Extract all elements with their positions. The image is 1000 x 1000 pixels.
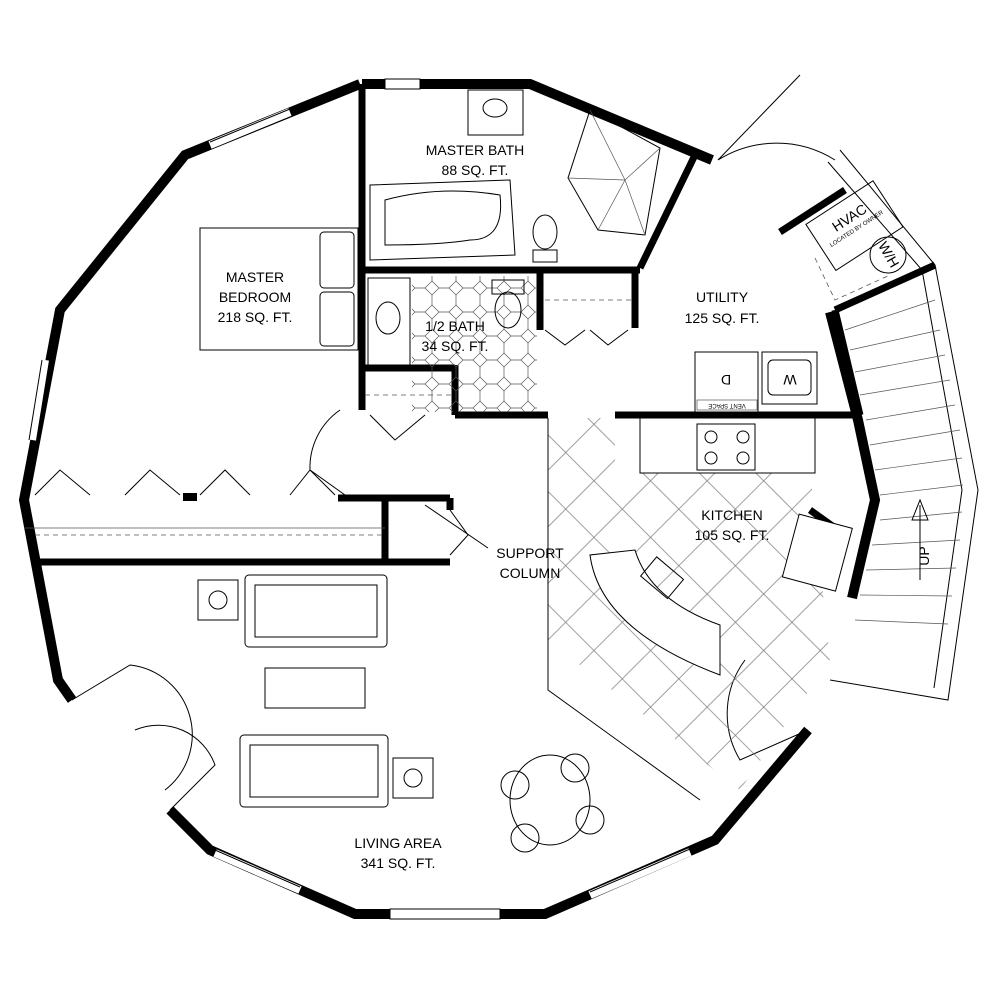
window[interactable]: [384, 78, 421, 90]
coffee-table: [264, 667, 366, 709]
shower-icon: [567, 109, 661, 236]
master-bedroom-area: 218 SQ. FT.: [218, 309, 293, 325]
toilet-icon: [532, 214, 558, 250]
hall-door[interactable]: [309, 409, 346, 496]
sofa: [244, 574, 388, 648]
half-bath-area: 34 SQ. FT.: [422, 338, 489, 354]
washer: [761, 351, 818, 405]
closet-bifold-door[interactable]: [289, 469, 336, 496]
window[interactable]: [208, 108, 292, 149]
master-bedroom-label: BEDROOM: [219, 289, 291, 305]
support-column-leader: [424, 504, 489, 549]
kitchen-fixtures: [547, 417, 853, 801]
sink-icon: [375, 301, 401, 335]
living-furniture: [197, 574, 605, 853]
sofa: [239, 734, 389, 808]
master-bath-fixtures: [369, 89, 661, 263]
dryer: [694, 351, 759, 413]
kitchen-area: 105 SQ. FT.: [695, 527, 770, 543]
entry-door[interactable]: [71, 664, 193, 791]
bed: [199, 227, 359, 351]
bathtub-icon: [369, 179, 516, 261]
room-labels: MASTER BATH 88 SQ. FT. MASTER BEDROOM 21…: [218, 142, 770, 871]
svg-text:UP: UP: [916, 546, 932, 565]
tile-floor: [412, 276, 537, 412]
half-bath-fixtures: [367, 276, 537, 412]
window[interactable]: [389, 908, 501, 920]
closet-bifold-door[interactable]: [199, 469, 251, 496]
master-bedroom-label: MASTER: [226, 269, 284, 285]
vent-space: [696, 399, 758, 411]
windows[interactable]: [28, 78, 692, 920]
master-bath-label: MASTER BATH: [426, 142, 525, 158]
side-table: [392, 757, 434, 799]
window[interactable]: [588, 848, 692, 899]
master-bath-area: 88 SQ. FT.: [442, 162, 509, 178]
staircase: UP: [844, 299, 964, 625]
interior-walls: [35, 84, 937, 566]
linen-bifold-door[interactable]: [369, 414, 426, 441]
dining-table: [509, 754, 591, 846]
support-column-label: SUPPORT: [496, 545, 564, 561]
utility-label: UTILITY: [696, 289, 749, 305]
column-closet-door[interactable]: [449, 509, 469, 556]
toilet-icon: [494, 291, 522, 329]
refrigerator: [781, 513, 853, 592]
side-table: [197, 579, 239, 621]
utility-closet-door[interactable]: [544, 329, 586, 346]
svg-text:VENT SPACE: VENT SPACE: [708, 402, 745, 408]
kitchen-island: [589, 549, 721, 676]
svg-text:W: W: [783, 372, 797, 388]
closet-bifold-door[interactable]: [124, 469, 181, 496]
living-area-label: LIVING AREA: [354, 835, 442, 851]
sink-icon: [482, 98, 508, 118]
kitchen-label: KITCHEN: [701, 507, 762, 523]
window[interactable]: [213, 849, 302, 894]
utility-closet-door[interactable]: [589, 329, 629, 346]
support-column-label: COLUMN: [500, 565, 561, 581]
half-bath-label: 1/2 BATH: [425, 318, 485, 334]
counter: [639, 417, 816, 474]
stove-icon: [696, 423, 756, 471]
closet-bifold-door[interactable]: [34, 469, 91, 496]
support-column: [183, 493, 197, 501]
window[interactable]: [28, 359, 49, 441]
utility-exterior-door[interactable]: [717, 74, 836, 161]
hvac-unit: [805, 180, 904, 272]
sink-icon: [639, 556, 685, 600]
water-heater: [869, 236, 907, 274]
entry-door[interactable]: [134, 724, 216, 811]
vanity: [467, 89, 524, 136]
living-area-area: 341 SQ. FT.: [361, 855, 436, 871]
utility-area: 125 SQ. FT.: [685, 310, 760, 326]
svg-text:D: D: [721, 372, 731, 388]
